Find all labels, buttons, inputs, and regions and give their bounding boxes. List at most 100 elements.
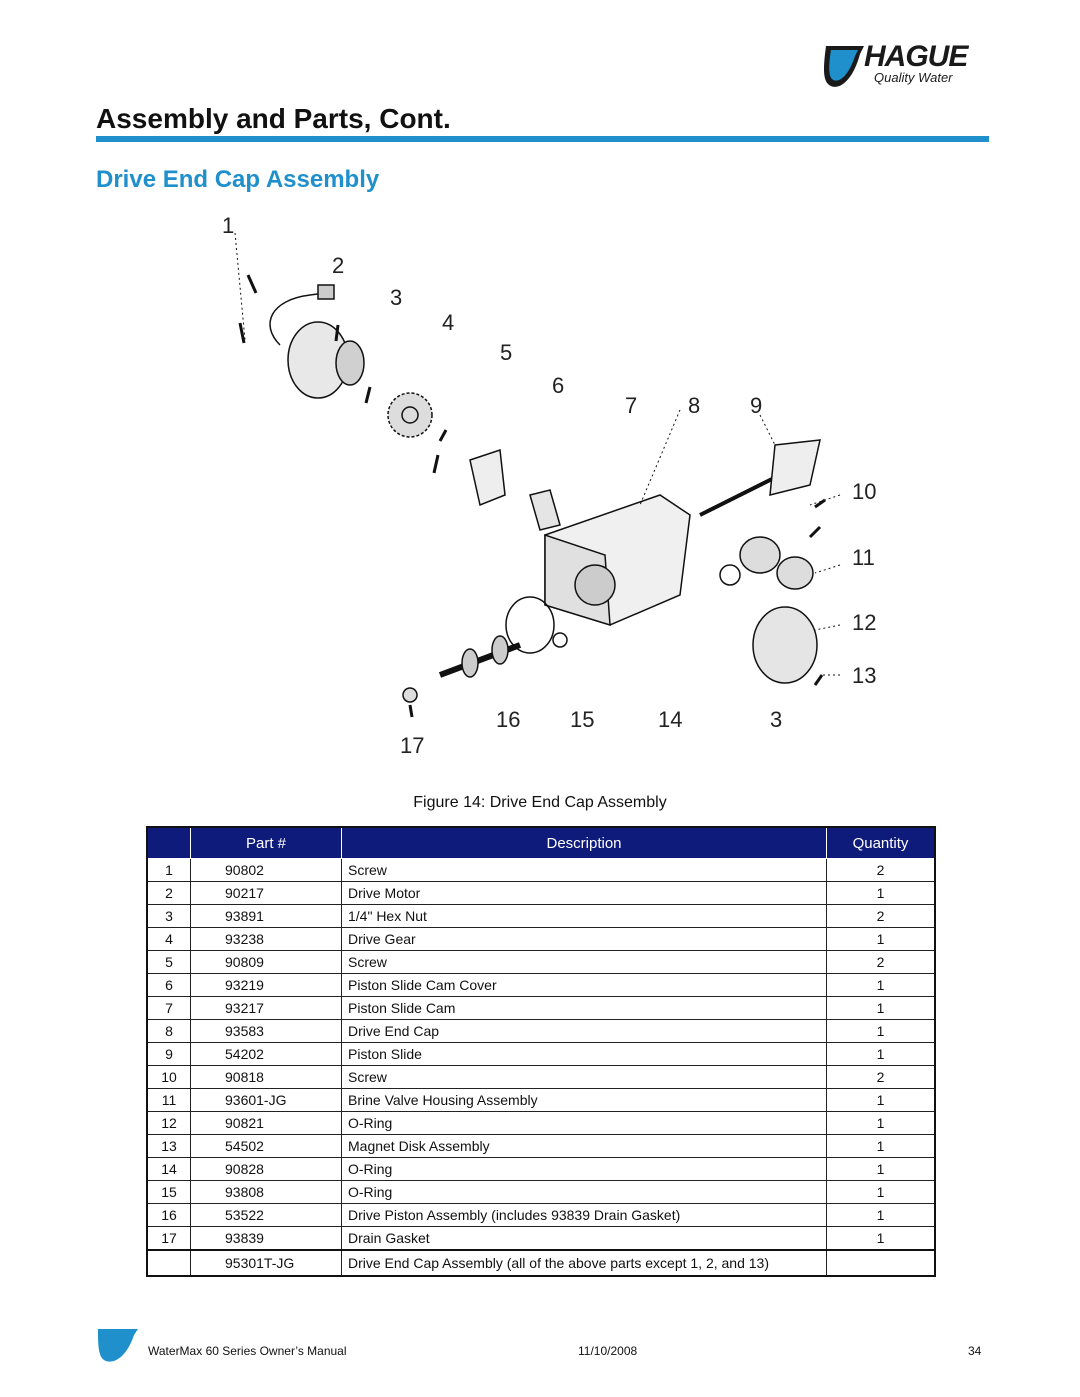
logo-brand: HAGUE <box>864 40 968 73</box>
row-description: Brine Valve Housing Assembly <box>341 1088 827 1112</box>
row-part-number: 93583 <box>190 1019 342 1043</box>
row-number: 9 <box>146 1042 191 1066</box>
row-number: 17 <box>146 1226 191 1251</box>
row-description: Drive End Cap <box>341 1019 827 1043</box>
footer-drop-icon <box>98 1329 138 1362</box>
row-description: O-Ring <box>341 1157 827 1181</box>
row-number: 13 <box>146 1134 191 1158</box>
drive-end-cap-exploded-diagram: 1 2 3 4 5 6 7 8 9 10 11 12 13 3 14 15 16… <box>222 213 876 758</box>
callout-3b: 3 <box>770 707 782 732</box>
row-part-number: 93891 <box>190 904 342 928</box>
row-quantity: 1 <box>826 996 936 1020</box>
row-quantity: 2 <box>826 904 936 928</box>
logo-tagline: Quality Water <box>874 70 953 85</box>
row-part-number: 95301T-JG <box>190 1249 342 1277</box>
callout-12: 12 <box>852 610 876 635</box>
row-part-number: 90821 <box>190 1111 342 1135</box>
callout-13: 13 <box>852 663 876 688</box>
page-title: Assembly and Parts, Cont. <box>96 103 451 134</box>
callout-15: 15 <box>570 707 594 732</box>
header-description: Description <box>341 826 827 859</box>
page-footer: WaterMax 60 Series Owner’s Manual 11/10/… <box>0 1329 1080 1375</box>
header-part: Part # <box>190 826 342 859</box>
row-quantity: 1 <box>826 1088 936 1112</box>
callout-9: 9 <box>750 393 762 418</box>
row-description: Piston Slide Cam Cover <box>341 973 827 997</box>
row-quantity: 1 <box>826 881 936 905</box>
row-part-number: 54502 <box>190 1134 342 1158</box>
row-quantity: 2 <box>826 1065 936 1089</box>
footer-page-number: 34 <box>968 1344 982 1358</box>
callout-17: 17 <box>400 733 424 758</box>
callout-8: 8 <box>688 393 700 418</box>
logo-drop-icon <box>824 46 864 87</box>
hague-logo: HAGUE Quality Water <box>822 40 992 92</box>
row-number: 1 <box>146 858 191 882</box>
row-quantity: 1 <box>826 1111 936 1135</box>
row-description: O-Ring <box>341 1180 827 1204</box>
callout-10: 10 <box>852 479 876 504</box>
row-number <box>146 1249 191 1277</box>
row-part-number: 90818 <box>190 1065 342 1089</box>
row-description: Drive Gear <box>341 927 827 951</box>
row-quantity: 1 <box>826 1180 936 1204</box>
row-part-number: 90802 <box>190 858 342 882</box>
figure-caption: Figure 14: Drive End Cap Assembly <box>413 794 667 811</box>
row-number: 10 <box>146 1065 191 1089</box>
row-part-number: 93601-JG <box>190 1088 342 1112</box>
row-quantity: 1 <box>826 1157 936 1181</box>
callout-7: 7 <box>625 393 637 418</box>
title-rule <box>96 136 989 142</box>
row-part-number: 90217 <box>190 881 342 905</box>
header-number <box>146 826 191 859</box>
row-number: 8 <box>146 1019 191 1043</box>
row-quantity: 1 <box>826 1019 936 1043</box>
row-number: 4 <box>146 927 191 951</box>
row-number: 15 <box>146 1180 191 1204</box>
row-part-number: 93217 <box>190 996 342 1020</box>
callout-5: 5 <box>500 340 512 365</box>
row-description: Screw <box>341 950 827 974</box>
row-number: 16 <box>146 1203 191 1227</box>
row-quantity: 2 <box>826 858 936 882</box>
row-quantity: 1 <box>826 1203 936 1227</box>
row-description: 1/4" Hex Nut <box>341 904 827 928</box>
row-part-number: 54202 <box>190 1042 342 1066</box>
section-title: Drive End Cap Assembly <box>96 166 380 193</box>
row-quantity: 1 <box>826 973 936 997</box>
row-part-number: 53522 <box>190 1203 342 1227</box>
header-quantity: Quantity <box>826 826 936 859</box>
row-part-number: 93219 <box>190 973 342 997</box>
row-description: Drive Motor <box>341 881 827 905</box>
callout-3: 3 <box>390 285 402 310</box>
row-number: 12 <box>146 1111 191 1135</box>
callout-16: 16 <box>496 707 520 732</box>
row-quantity: 1 <box>826 1134 936 1158</box>
row-quantity <box>826 1249 936 1277</box>
row-number: 6 <box>146 973 191 997</box>
row-number: 5 <box>146 950 191 974</box>
row-description: Drain Gasket <box>341 1226 827 1251</box>
row-description: O-Ring <box>341 1111 827 1135</box>
row-description: Piston Slide Cam <box>341 996 827 1020</box>
callout-14: 14 <box>658 707 682 732</box>
row-part-number: 93839 <box>190 1226 342 1251</box>
row-part-number: 93808 <box>190 1180 342 1204</box>
row-number: 2 <box>146 881 191 905</box>
row-number: 14 <box>146 1157 191 1181</box>
